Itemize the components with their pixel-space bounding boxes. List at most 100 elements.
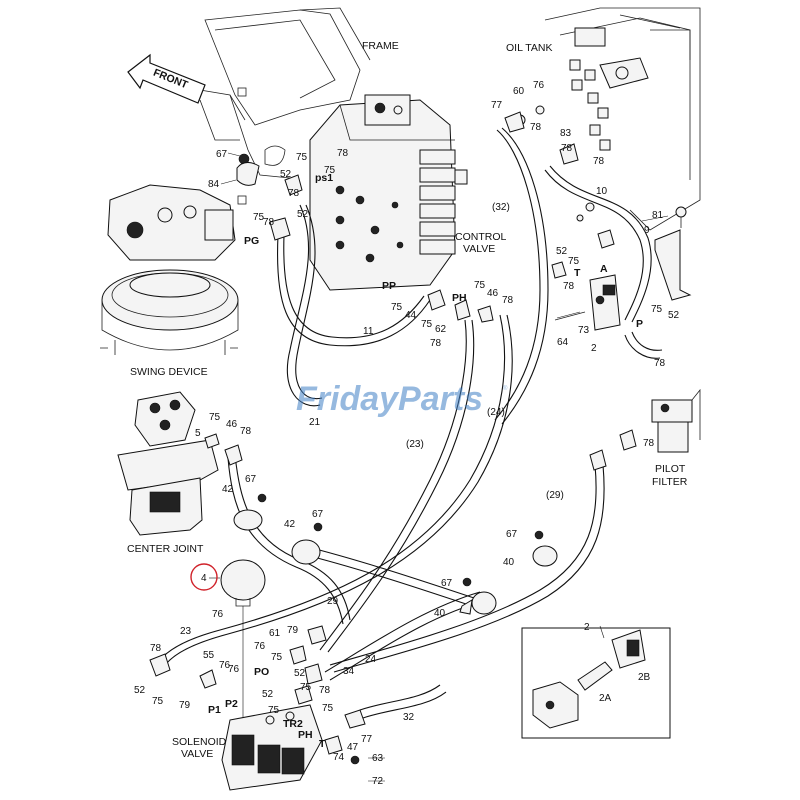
- callout-75: 75: [296, 152, 308, 163]
- callout-67: 67: [506, 529, 518, 540]
- callout-42: 42: [284, 519, 296, 530]
- center-joint-caption: CENTER JOINT: [127, 543, 204, 555]
- port-t-bottom: T: [319, 738, 326, 750]
- callout-40: 40: [503, 557, 515, 568]
- callout-55: 55: [203, 650, 215, 661]
- callout-67: 67: [441, 578, 453, 589]
- callout-32: 32: [403, 712, 415, 723]
- control-valve-caption-2: VALVE: [463, 243, 495, 255]
- callout-78: 78: [643, 438, 655, 449]
- callout-10: 10: [596, 186, 608, 197]
- solenoid-valve-caption-1: SOLENOID: [172, 736, 227, 748]
- callout-23: (23): [406, 439, 424, 450]
- front-arrow: FRONT: [127, 53, 206, 104]
- fittings: [149, 105, 637, 765]
- solenoid-valve-caption-2: VALVE: [181, 748, 213, 760]
- callout-76: 76: [219, 660, 231, 671]
- callout-46: 46: [226, 419, 238, 430]
- port-tr2: TR2: [283, 718, 303, 730]
- callout-52: 52: [556, 246, 568, 257]
- accumulator: [220, 559, 266, 730]
- callout-63: 63: [372, 753, 384, 764]
- callout-52: 52: [134, 685, 146, 696]
- watermark: FridayParts ®: [296, 380, 508, 418]
- callout-78: 78: [654, 358, 666, 369]
- highlight-circle: [190, 563, 218, 591]
- callout-75: 75: [391, 302, 403, 313]
- callout-46: 46: [487, 288, 499, 299]
- callout-75: 75: [152, 696, 164, 707]
- port-pp: PP: [382, 280, 396, 292]
- callout-23: 23: [180, 626, 192, 637]
- callout-24: (24): [487, 407, 505, 418]
- callout-78: 78: [502, 295, 514, 306]
- callout-75: 75: [324, 165, 336, 176]
- callout-32: (32): [492, 202, 510, 213]
- callout-78: 78: [593, 156, 605, 167]
- callout-62: 62: [435, 324, 447, 335]
- callout-44: 44: [405, 310, 417, 321]
- callout-76: 76: [228, 664, 240, 675]
- control-valve-caption-1: CONTROL: [455, 231, 506, 243]
- callout-76: 76: [212, 609, 224, 620]
- callout-78: 78: [430, 338, 442, 349]
- callout-52: 52: [280, 169, 292, 180]
- callout-52: 52: [668, 310, 680, 321]
- detail-box: [521, 627, 671, 739]
- swing-device: SWING DEVICE: [100, 184, 239, 378]
- callout-79: 79: [287, 625, 299, 636]
- callout-78: 78: [263, 217, 275, 228]
- watermark-registered: ®: [503, 385, 508, 392]
- control-valve: CONTROL VALVE: [309, 94, 506, 291]
- callout-78: 78: [150, 643, 162, 654]
- callout-11: 11: [363, 326, 374, 337]
- callout-79: 79: [179, 700, 191, 711]
- callout-60: 60: [513, 86, 525, 97]
- callout-75: 75: [253, 212, 265, 223]
- pilot-filter-caption-1: PILOT: [655, 463, 686, 475]
- frame-structure: FRAME: [199, 7, 399, 205]
- callout-2B: 2B: [638, 672, 651, 683]
- callout-73: 73: [578, 325, 590, 336]
- port-a: A: [600, 263, 608, 275]
- callout-4: 4: [201, 573, 207, 584]
- callout-76: 76: [254, 641, 266, 652]
- callout-21: 21: [309, 417, 321, 428]
- callout-61: 61: [269, 628, 281, 639]
- callout-77: 77: [361, 734, 373, 745]
- callout-64: 64: [557, 337, 569, 348]
- watermark-brand: FridayParts: [296, 380, 483, 418]
- callout-78: 78: [319, 685, 331, 696]
- hoses: [159, 127, 663, 719]
- port-p2: P2: [225, 698, 238, 710]
- callout-83: 83: [560, 128, 572, 139]
- callout-75: 75: [209, 412, 221, 423]
- callout-52: 52: [294, 668, 306, 679]
- callout-75: 75: [322, 703, 334, 714]
- callout-42: 42: [222, 484, 234, 495]
- callout-labels: 67 52 75 84 75 78 78 52 75 78 77 60 76 7…: [134, 80, 680, 787]
- callout-67: 67: [216, 149, 228, 160]
- callout-74: 74: [333, 752, 345, 763]
- pilot-filter-caption-2: FILTER: [652, 476, 688, 488]
- port-p1: P1: [208, 704, 221, 716]
- port-pg: PG: [244, 235, 259, 247]
- callout-78: 78: [337, 148, 349, 159]
- callout-78: 78: [288, 188, 300, 199]
- port-t-top: T: [574, 267, 581, 279]
- pilot-filter: PILOT FILTER: [651, 388, 701, 488]
- callout-2: 2: [591, 343, 597, 354]
- port-labels: ps1 PG PP PH A T P PO P2 P1 TR2 PH T: [208, 172, 643, 750]
- callout-78: 78: [530, 122, 542, 133]
- callout-84: 84: [208, 179, 220, 190]
- callout-5: 5: [195, 428, 201, 439]
- callout-67: 67: [245, 474, 257, 485]
- callout-40: 40: [434, 608, 446, 619]
- callout-75: 75: [271, 652, 283, 663]
- callout-29: 29: [327, 596, 339, 607]
- callout-78: 78: [563, 281, 575, 292]
- callout-24: 24: [365, 654, 377, 665]
- oil-tank-caption: OIL TANK: [506, 42, 553, 54]
- callout-47: 47: [347, 742, 359, 753]
